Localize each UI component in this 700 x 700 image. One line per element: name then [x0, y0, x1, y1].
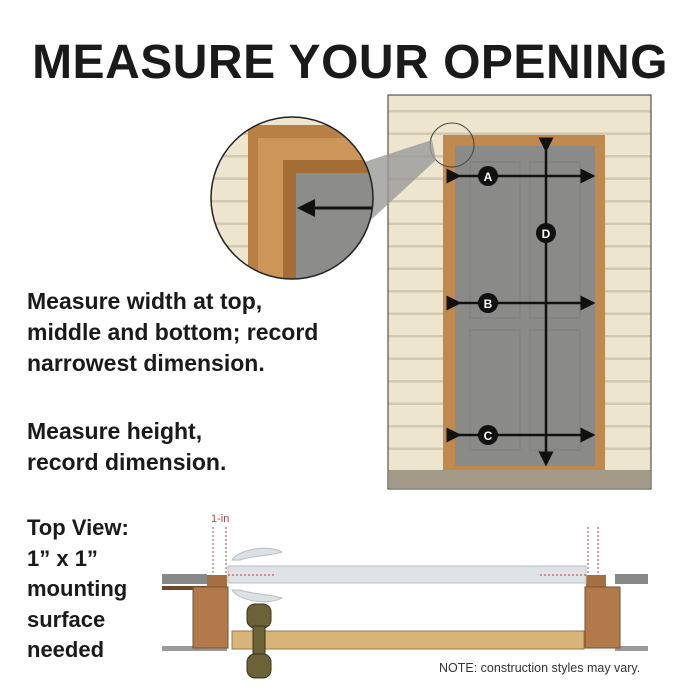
width-instructions: Measure width at top, middle and bottom;… — [27, 286, 387, 379]
text-line: record dimension. — [27, 449, 227, 475]
label-a-text: A — [484, 170, 493, 184]
construction-note: NOTE: construction styles may vary. — [439, 661, 641, 675]
corner-detail-magnifier — [211, 117, 373, 279]
label-b-text: B — [484, 297, 493, 311]
text-line: middle and bottom; record — [27, 319, 319, 345]
page-title: MEASURE YOUR OPENING — [32, 36, 668, 89]
label-c-text: C — [484, 429, 493, 443]
label-d: D — [536, 223, 556, 243]
text-line: Measure height, — [27, 418, 203, 444]
top-view-caption: Top View: 1” x 1” mounting surface neede… — [27, 513, 167, 666]
text-line: surface — [27, 606, 106, 632]
text-line: mounting — [27, 576, 128, 601]
text-line: Measure width at top, — [27, 288, 263, 314]
label-b: B — [478, 293, 498, 313]
top-view-diagram — [162, 527, 648, 679]
label-a: A — [478, 166, 498, 186]
height-instructions: Measure height, record dimension. — [27, 416, 327, 478]
dimension-label: 1-in — [211, 513, 230, 525]
text-line: narrowest dimension. — [27, 350, 265, 376]
text-line: 1” x 1” — [27, 545, 98, 571]
text-line: needed — [27, 637, 105, 662]
label-d-text: D — [542, 227, 551, 241]
text-line: Top View: — [27, 515, 129, 540]
label-c: C — [478, 425, 498, 445]
